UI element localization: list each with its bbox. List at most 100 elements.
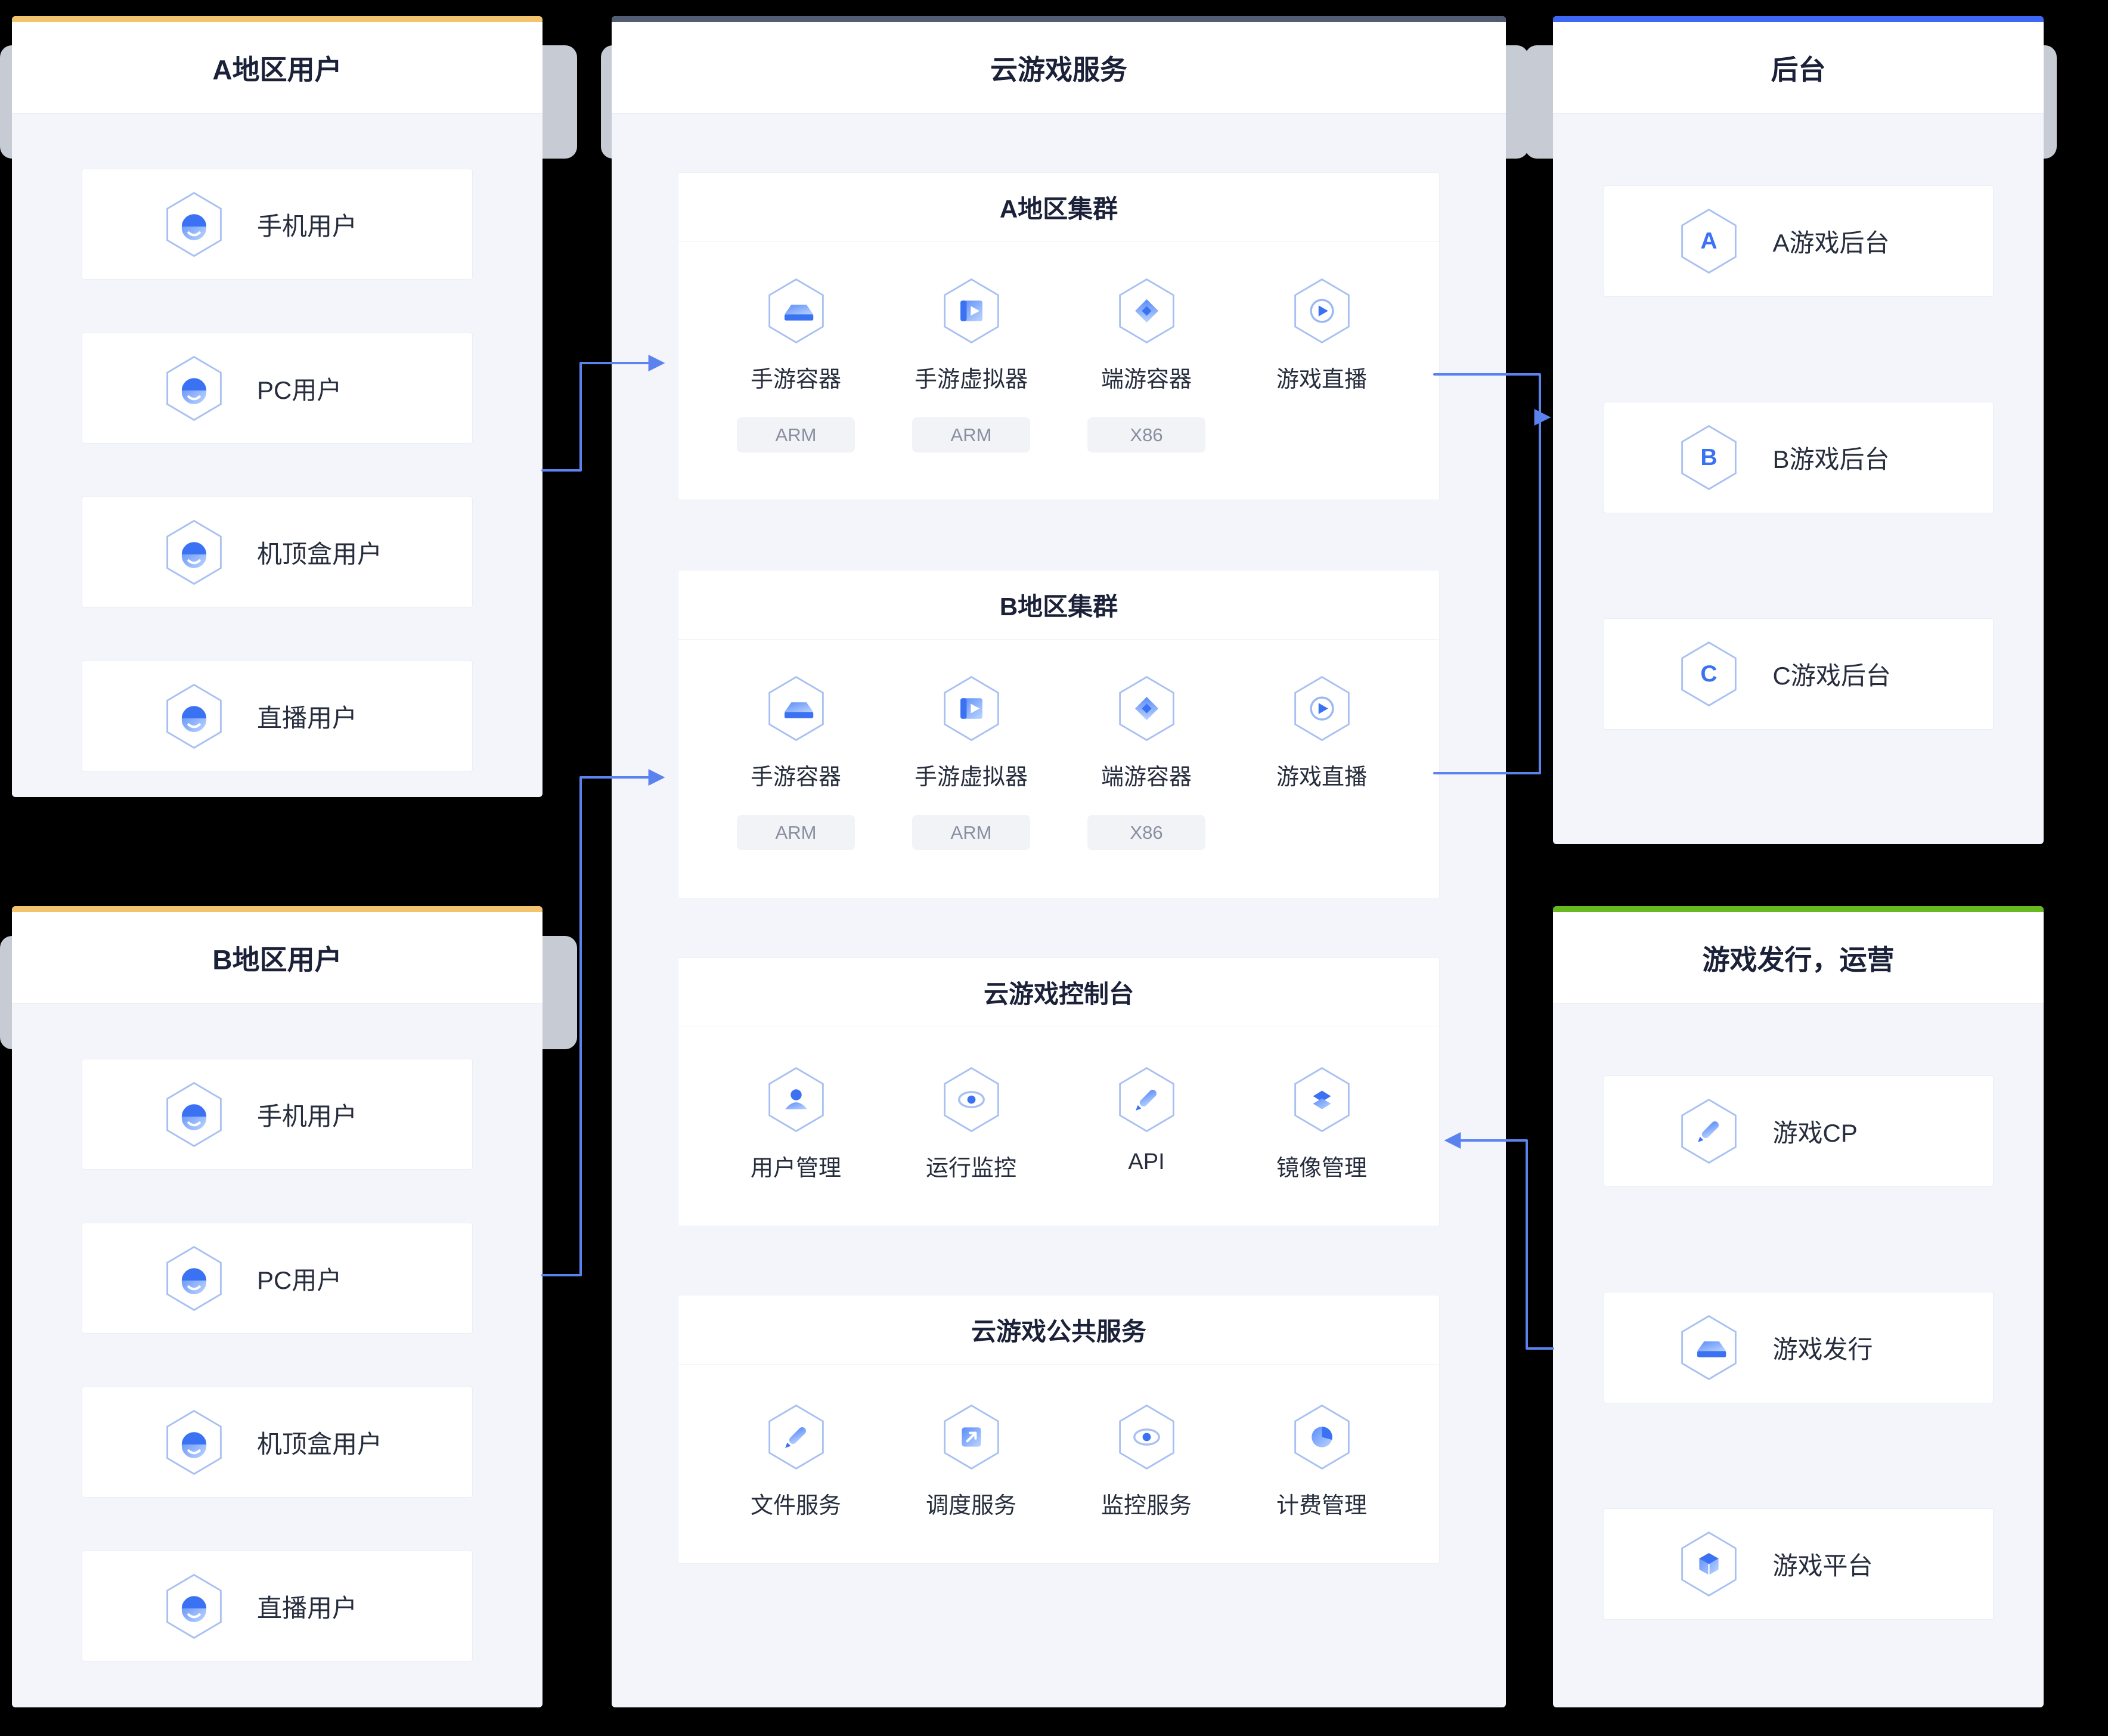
panel-region-a-users-header: A地区用户 (12, 16, 542, 114)
region-a-user-list: 手机用户 PC用户 机顶盒用户 直播用户 (12, 114, 542, 771)
publishing-card-label: 游戏发行 (1772, 1335, 1873, 1363)
service-item-label: 用户管理 (750, 1156, 841, 1181)
pc-user-icon (160, 354, 228, 423)
service-item: 手游容器 ARM (714, 277, 878, 452)
mobile-game-container-icon (762, 674, 830, 743)
publishing-list: 游戏CP 游戏发行 游戏平台 (1553, 1004, 2044, 1620)
cluster-a-items: 手游容器 ARM 手游虚拟器 ARM 端游容器 X86 游戏直播 (678, 242, 1439, 452)
backend-card: C C游戏后台 (1603, 618, 1994, 730)
service-item: 文件服务 (714, 1403, 878, 1520)
panel-region-b-users: B地区用户 手机用户 PC用户 机顶盒用户 直播用户 (12, 906, 542, 1707)
mobile-game-emulator-icon (937, 277, 1006, 345)
game-streaming-icon (1288, 277, 1356, 345)
panel-title: 后台 (1771, 54, 1826, 85)
panel-region-a-users: A地区用户 手机用户 PC用户 机顶盒用户 直播用户 (12, 16, 542, 797)
user-card-label: 直播用户 (257, 1594, 358, 1622)
service-item-label: 运行监控 (925, 1156, 1016, 1181)
service-item: 运行监控 (889, 1065, 1053, 1182)
api-icon (1112, 1065, 1181, 1134)
billing-management-icon (1288, 1403, 1356, 1471)
service-item-label: 端游容器 (1100, 367, 1192, 392)
user-card: 手机用户 (82, 1059, 473, 1170)
service-item-label: 手游容器 (750, 765, 841, 790)
service-item: 端游容器 X86 (1065, 277, 1229, 452)
publishing-card-label: 游戏CP (1772, 1119, 1858, 1147)
public-service-items: 文件服务 调度服务 监控服务 计费管理 (678, 1365, 1439, 1520)
service-item: 手游容器 ARM (714, 674, 878, 850)
panel-backend: 后台 A A游戏后台 B B游戏后台 C C游戏后台 (1553, 16, 2044, 844)
mobile-user-icon (160, 1080, 228, 1149)
section-title: 云游戏公共服务 (678, 1295, 1439, 1365)
user-card: 手机用户 (82, 169, 473, 280)
mobile-game-emulator-icon (937, 674, 1006, 743)
service-item: 游戏直播 (1240, 277, 1404, 452)
arch-badge: X86 (1087, 815, 1205, 850)
backend-card-label: C游戏后台 (1772, 662, 1891, 690)
svg-text:B: B (1700, 445, 1717, 470)
hexagon-letter-a-icon: A (1681, 209, 1737, 274)
service-item-label: 计费管理 (1276, 1493, 1367, 1518)
user-card-label: 手机用户 (257, 1102, 358, 1130)
user-card-label: PC用户 (257, 1266, 342, 1294)
file-service-icon (762, 1403, 830, 1471)
service-item-label: 镜像管理 (1276, 1156, 1367, 1181)
user-card: 机顶盒用户 (82, 497, 473, 607)
hexagon-letter-c-icon: C (1681, 641, 1737, 706)
mobile-user-icon (160, 190, 228, 259)
backend-card: B B游戏后台 (1603, 402, 1994, 513)
user-card: 直播用户 (82, 661, 473, 771)
settop-box-user-icon (160, 1408, 228, 1477)
section-cloud-console: 云游戏控制台 用户管理 运行监控 API 镜像管理 (678, 957, 1440, 1226)
service-item-label: 文件服务 (750, 1493, 841, 1518)
hexagon-letter-b-icon: B (1681, 425, 1737, 490)
section-public-services: 云游戏公共服务 文件服务 调度服务 监控服务 计费管理 (678, 1295, 1440, 1564)
user-card-label: PC用户 (257, 376, 342, 404)
service-item-label: 调度服务 (925, 1493, 1016, 1518)
user-card: 直播用户 (82, 1551, 473, 1661)
region-b-user-list: 手机用户 PC用户 机顶盒用户 直播用户 (12, 1004, 542, 1661)
service-item: 手游虚拟器 ARM (889, 277, 1053, 452)
service-item: 端游容器 X86 (1065, 674, 1229, 850)
panel-title: 云游戏服务 (990, 54, 1127, 85)
service-item-label: 游戏直播 (1276, 765, 1367, 790)
backend-card: A A游戏后台 (1603, 185, 1994, 297)
settop-box-user-icon (160, 518, 228, 587)
pc-game-container-icon (1112, 277, 1181, 345)
section-title: 云游戏控制台 (678, 958, 1439, 1027)
user-card-label: 机顶盒用户 (257, 540, 383, 568)
service-item-label: API (1128, 1149, 1165, 1174)
backend-card-label: B游戏后台 (1772, 445, 1890, 473)
user-card-label: 直播用户 (257, 703, 358, 732)
section-cluster-a: A地区集群 手游容器 ARM 手游虚拟器 ARM 端游容器 X86 游戏直播 (678, 172, 1440, 500)
game-streaming-icon (1288, 674, 1356, 743)
console-items: 用户管理 运行监控 API 镜像管理 (678, 1027, 1439, 1182)
pc-game-container-icon (1112, 674, 1181, 743)
panel-publishing: 游戏发行，运营 游戏CP 游戏发行 游戏平台 (1553, 906, 2044, 1707)
panel-cloud-game-service: 云游戏服务 A地区集群 手游容器 ARM 手游虚拟器 ARM 端游容器 X86 (612, 16, 1506, 1707)
arch-badge: X86 (1087, 417, 1205, 452)
cluster-b-items: 手游容器 ARM 手游虚拟器 ARM 端游容器 X86 游戏直播 (678, 640, 1439, 850)
panel-publishing-header: 游戏发行，运营 (1553, 906, 2044, 1004)
panel-title: 游戏发行，运营 (1702, 944, 1895, 975)
runtime-monitor-icon (937, 1065, 1006, 1134)
service-item: API (1065, 1065, 1229, 1182)
monitoring-service-icon (1112, 1403, 1181, 1471)
service-item-label: 手游虚拟器 (914, 765, 1028, 790)
section-title: B地区集群 (678, 571, 1439, 640)
svg-text:A: A (1700, 228, 1717, 254)
backend-list: A A游戏后台 B B游戏后台 C C游戏后台 (1553, 114, 2044, 730)
game-platform-icon (1675, 1530, 1743, 1598)
user-card-label: 机顶盒用户 (257, 1430, 383, 1458)
service-item: 手游虚拟器 ARM (889, 674, 1053, 850)
user-card: 机顶盒用户 (82, 1387, 473, 1498)
arch-badge: ARM (737, 417, 855, 452)
service-item-label: 游戏直播 (1276, 367, 1367, 392)
service-item: 监控服务 (1065, 1403, 1229, 1520)
image-management-icon (1288, 1065, 1356, 1134)
user-card-label: 手机用户 (257, 212, 358, 240)
service-item: 计费管理 (1240, 1403, 1404, 1520)
service-item: 用户管理 (714, 1065, 878, 1182)
service-item-label: 监控服务 (1100, 1493, 1192, 1518)
publishing-card: 游戏CP (1603, 1075, 1994, 1187)
section-cluster-b: B地区集群 手游容器 ARM 手游虚拟器 ARM 端游容器 X86 游戏直播 (678, 570, 1440, 898)
